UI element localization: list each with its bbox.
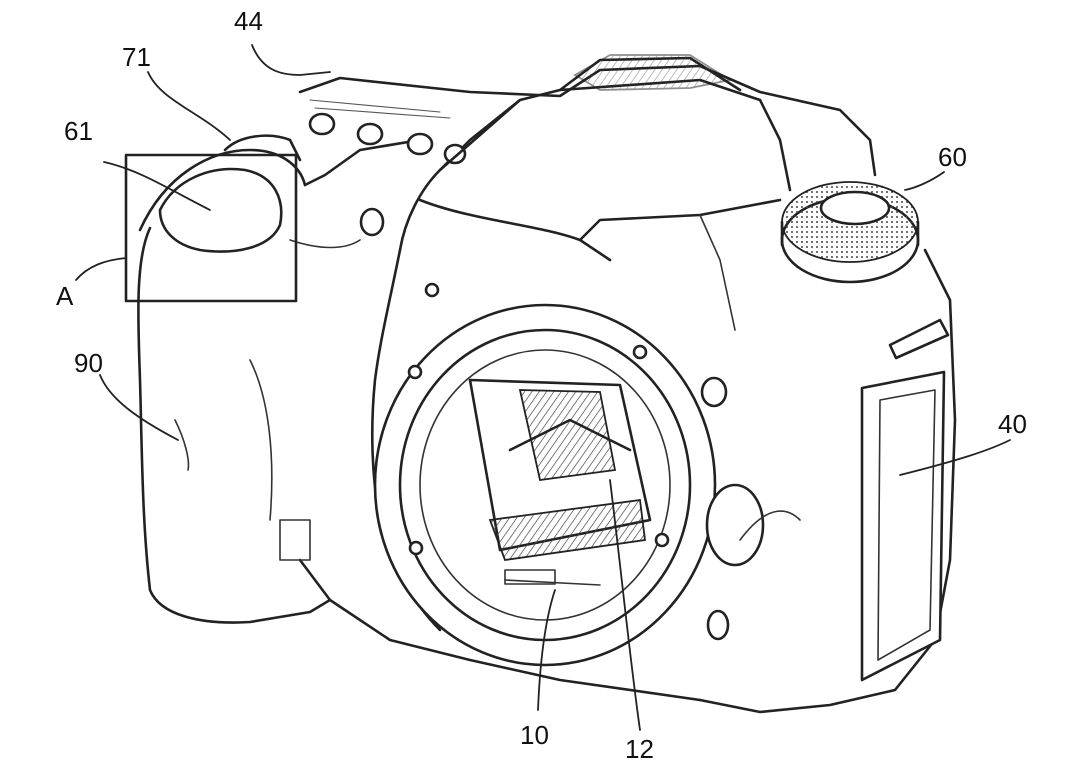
- label-90: 90: [74, 348, 103, 378]
- label-40: 40: [998, 409, 1027, 439]
- mode-dial: [780, 181, 920, 284]
- side-door: [860, 318, 950, 682]
- detail-box-a: [124, 153, 298, 303]
- top-buttons: [308, 99, 467, 237]
- lens-mount: [373, 282, 717, 667]
- camera-body: [137, 64, 957, 714]
- label-a: A: [56, 281, 74, 311]
- leader-lines: [75, 44, 1011, 731]
- shutter-button: [158, 134, 302, 253]
- label-60: 60: [938, 142, 967, 172]
- front-controls: [700, 376, 801, 641]
- prism-housing: [418, 54, 792, 331]
- label-12: 12: [625, 734, 654, 764]
- label-44: 44: [234, 6, 263, 36]
- label-10: 10: [520, 720, 549, 750]
- label-71: 71: [122, 42, 151, 72]
- reference-numerals: 44 71 61 A 90 60 40 10 12: [56, 6, 1027, 764]
- label-61: 61: [64, 116, 93, 146]
